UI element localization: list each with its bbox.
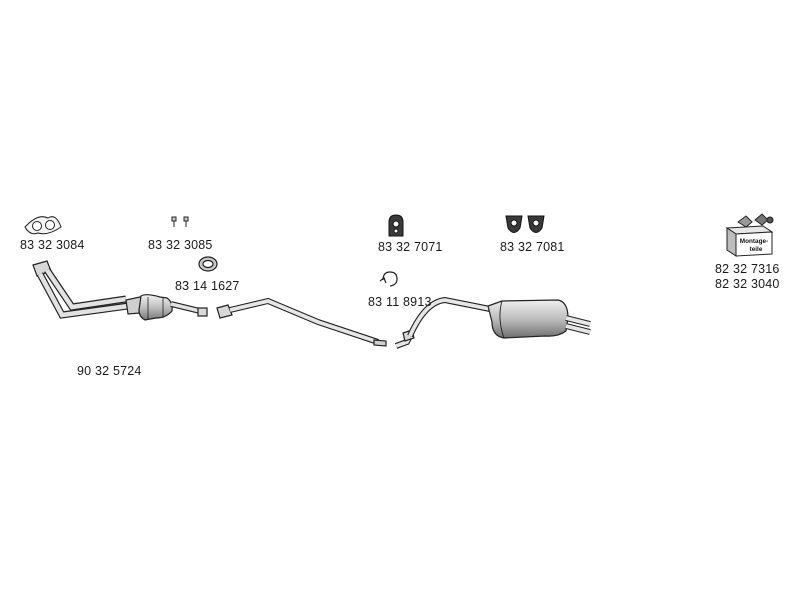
- part-number-mounting-kit-1: 82 32 7316: [715, 262, 780, 276]
- intermediate-pipe-icon: [216, 297, 387, 347]
- mounting-kit-label-line2: teile: [750, 246, 763, 253]
- part-number-bolts: 83 32 3085: [148, 238, 213, 252]
- rear-muffler-icon: [394, 296, 591, 349]
- manifold-gasket-icon: [24, 216, 62, 235]
- clamp-icon: [379, 271, 398, 287]
- rubber-hanger-pair-icon: [505, 215, 545, 233]
- part-number-rubber-hanger-pair: 83 32 7081: [500, 240, 565, 254]
- bolts-icon: [171, 216, 189, 227]
- front-pipe-catalyst-icon: [32, 260, 208, 321]
- part-number-front-pipe-catalyst: 90 32 5724: [77, 364, 142, 378]
- part-number-gasket-manifold: 83 32 3084: [20, 238, 85, 252]
- part-number-clamp: 83 11 8913: [368, 295, 432, 309]
- ring-gasket-icon: [198, 256, 218, 272]
- part-number-mounting-kit-2: 82 32 3040: [715, 277, 780, 291]
- rubber-hanger-icon: [388, 214, 404, 237]
- mounting-kit-box-icon: [725, 213, 774, 257]
- mounting-kit-label-line1: Montage-: [740, 238, 768, 245]
- part-number-rubber-hanger-single: 83 32 7071: [378, 240, 443, 254]
- part-number-ring-gasket: 83 14 1627: [175, 279, 240, 293]
